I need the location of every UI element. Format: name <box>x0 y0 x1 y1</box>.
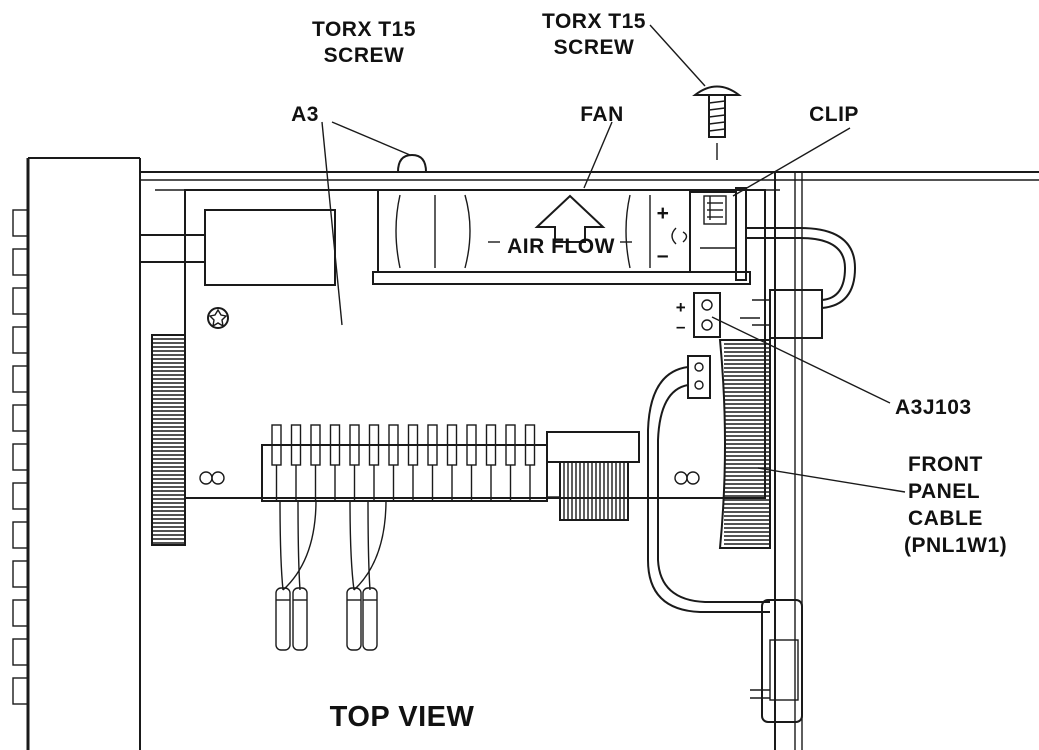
front-panel-tab <box>12 404 29 432</box>
terminal-wire <box>297 499 301 591</box>
right-ribbon-cable <box>718 339 771 549</box>
front-panel-tab <box>12 326 29 354</box>
label-a3: A3 <box>291 103 319 126</box>
torx-screw-right <box>692 85 742 160</box>
label-front-panel-cable-line2: PANEL <box>908 480 980 503</box>
label-a3j103: A3J103 <box>895 396 972 419</box>
label-torx-right-line1: TORX T15 <box>542 10 646 33</box>
wire-ferrule <box>275 587 291 651</box>
front-panel-tabs <box>12 209 29 705</box>
wire-ferrule <box>362 587 378 651</box>
front-panel <box>12 157 141 750</box>
ribbon-header <box>546 431 640 521</box>
label-jack-minus: – <box>676 317 686 336</box>
front-panel-tab <box>12 287 29 315</box>
front-panel-tab <box>12 482 29 510</box>
torx-screw-left <box>396 153 428 173</box>
label-clip: CLIP <box>809 103 859 126</box>
label-torx-left-line2: SCREW <box>324 44 405 67</box>
fan-wires <box>740 227 857 339</box>
label-fan: FAN <box>580 103 624 126</box>
label-fan-plus: + <box>657 202 670 225</box>
left-ribbon-cable <box>151 334 186 546</box>
front-panel-tab <box>12 599 29 627</box>
front-panel-tab <box>12 638 29 666</box>
cable-loop <box>647 355 803 723</box>
terminal-wire <box>349 499 355 591</box>
labels: TORX T15 SCREW TORX T15 SCREW A3 FAN CLI… <box>291 10 1007 733</box>
terminal-block <box>261 424 548 651</box>
terminal-wire <box>279 499 284 591</box>
leader-lines <box>321 24 906 493</box>
wire-ferrule <box>346 587 362 651</box>
clip <box>703 187 747 281</box>
label-jack-plus: + <box>676 298 686 317</box>
front-panel-tab <box>12 365 29 393</box>
front-panel-tab <box>12 560 29 588</box>
front-panel-tab <box>12 443 29 471</box>
front-panel-tab <box>12 248 29 276</box>
label-torx-right-line2: SCREW <box>554 36 635 59</box>
terminal-wire <box>353 499 387 591</box>
label-front-panel-cable-line3: CABLE <box>908 507 983 530</box>
terminal-wire <box>282 499 317 591</box>
label-front-panel-cable-line4: (PNL1W1) <box>904 534 1007 557</box>
a3j103-jack <box>693 292 721 338</box>
a3-board <box>140 189 766 499</box>
label-front-panel-cable-line1: FRONT <box>908 453 983 476</box>
label-torx-left-line1: TORX T15 <box>312 18 416 41</box>
front-panel-tab <box>12 521 29 549</box>
label-air-flow: AIR FLOW <box>507 235 615 258</box>
label-fan-minus: – <box>657 244 669 267</box>
front-panel-tab <box>12 209 29 237</box>
terminal-wire <box>367 499 371 591</box>
label-top-view: TOP VIEW <box>330 701 475 733</box>
wire-ferrule <box>292 587 308 651</box>
front-panel-tab <box>12 677 29 705</box>
